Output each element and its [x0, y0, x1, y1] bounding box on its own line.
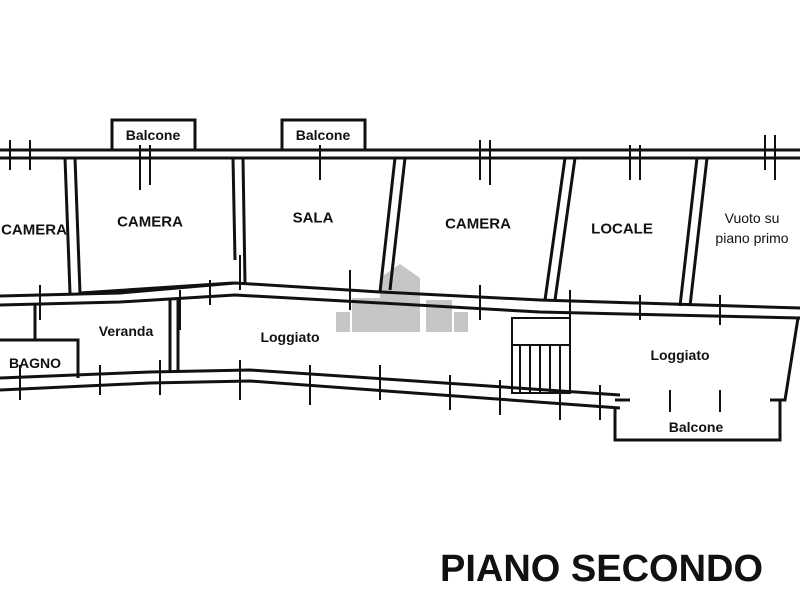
room-label-loggiato-1: Loggiato [260, 329, 320, 345]
wall-ticks [9, 135, 776, 420]
balcone-top-1: Balcone [125, 127, 181, 143]
floor-title: PIANO SECONDO [440, 548, 764, 590]
walls [0, 118, 800, 442]
room-label-veranda: Veranda [98, 323, 154, 339]
room-label-vuoto: Vuoto su piano primo [715, 208, 788, 248]
room-label-camera-1: CAMERA [1, 221, 67, 239]
room-label-camera-2: CAMERA [117, 213, 183, 231]
vuoto-line1: Vuoto su [724, 210, 780, 226]
watermark-icon [336, 264, 468, 332]
room-label-balcone-bottom: Balcone [668, 419, 724, 435]
room-label-sala: SALA [292, 209, 334, 227]
room-label-camera-3: CAMERA [445, 215, 511, 233]
vuoto-line2: piano primo [715, 230, 789, 246]
room-label-locale: LOCALE [591, 220, 653, 238]
room-label-loggiato-2: Loggiato [650, 347, 710, 363]
room-label-bagno: BAGNO [8, 355, 62, 371]
balcone-top-2: Balcone [295, 127, 351, 143]
